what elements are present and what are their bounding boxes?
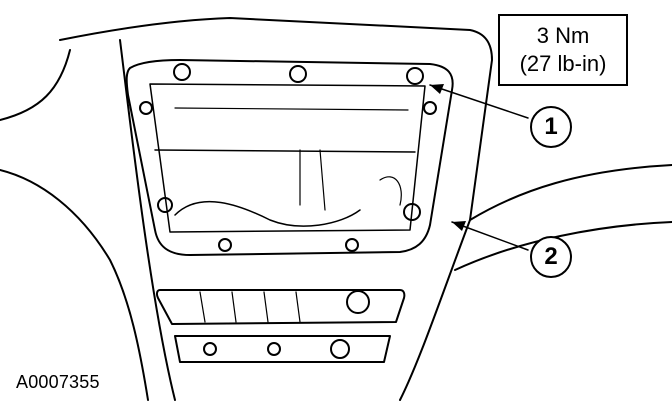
dash-left-lower: [0, 169, 149, 401]
dash-panel-outline: [59, 17, 493, 401]
figure-id: A0007355: [16, 372, 100, 392]
screw-top-center: [289, 65, 307, 83]
cavity-line-2: [174, 107, 409, 111]
dash-right-lower: [454, 221, 672, 271]
leader-arrowhead-1: [430, 84, 444, 94]
strip-knob: [330, 339, 350, 359]
screw-top-left: [173, 63, 191, 81]
callout-2-label: 2: [544, 243, 558, 270]
torque-spec-box: 3 Nm (27 lb-in): [498, 14, 628, 86]
torque-imperial: (27 lb-in): [519, 51, 607, 76]
vent-slats: [199, 291, 301, 323]
control-strip: [174, 335, 391, 363]
dash-left-contour: [0, 49, 71, 121]
screw-lower-right: [403, 203, 421, 221]
callout-1: 1: [530, 106, 572, 148]
screw-top-right: [406, 67, 424, 85]
cavity-line-1: [154, 149, 416, 153]
strip-switch-center: [267, 342, 281, 356]
cavity-bracket: [299, 149, 326, 211]
screw-bottom-left: [218, 238, 232, 252]
dash-right-contour: [469, 164, 672, 221]
screw-mid-right: [423, 101, 437, 115]
screw-bottom-right: [345, 238, 359, 252]
screw-lower-left: [157, 197, 173, 213]
strip-switch-left: [203, 342, 217, 356]
callout-1-label: 1: [544, 113, 558, 140]
leader-arrowhead-2: [452, 221, 466, 231]
callout-2: 2: [530, 236, 572, 278]
radio-opening: [149, 83, 426, 233]
dash-upper-trim: [119, 39, 176, 401]
cavity-wiring: [174, 200, 361, 227]
screw-mid-left: [139, 101, 153, 115]
torque-metric: 3 Nm: [536, 23, 590, 48]
leader-line-1: [429, 84, 529, 119]
radio-bezel: [125, 59, 454, 256]
cavity-bracket-right: [379, 176, 402, 206]
vent-knob: [346, 290, 370, 314]
leader-line-2: [451, 221, 529, 251]
lower-vent: [155, 289, 406, 325]
